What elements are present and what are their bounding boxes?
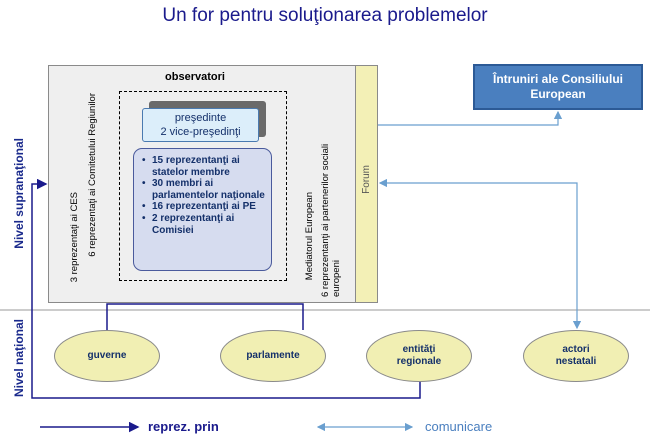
member-item: 16 reprezentanţi ai PE (142, 201, 269, 213)
level-national: Nivel naţional (12, 319, 26, 398)
member-item: 30 membri ai parlamentelor naţionale (142, 178, 269, 201)
member-item: 15 reprezentanţi ai statelor membre (142, 155, 269, 178)
actor-nestatali-label: actori nestatali (555, 344, 597, 367)
presidency-line-1: preşedinte (174, 112, 227, 124)
actor-entitati-regionale-label: entităţi regionale (396, 344, 442, 367)
core-dashed-box (119, 91, 287, 281)
representation-arrow (31, 178, 421, 399)
actor-entitati-regionale: entităţi regionale (366, 330, 472, 382)
communication-line-forum (378, 178, 582, 330)
forum-label: Forum (361, 165, 372, 194)
actor-nestatali: actori nestatali (523, 330, 629, 382)
member-item: 2 reprezentanţi ai Comisiei (142, 213, 269, 236)
legend-comunicare-label: comunicare (425, 419, 493, 434)
actor-parlamente: parlamente (220, 330, 326, 382)
observatori-label: observatori (165, 71, 225, 83)
intruniri-box: Întruniri ale Consiliului European (473, 64, 643, 110)
observer-committee-regions: 6 reprezentaţi ai Comitetului Regiunilor (87, 93, 98, 257)
legend-reprez-label: reprez. prin (148, 419, 219, 434)
presidency-box: preşedinte 2 vice-preşedinţi (142, 108, 259, 142)
observer-mediator: Mediatorul European (304, 192, 315, 281)
presidency-line-2: 2 vice-preşedinţi (160, 126, 241, 138)
observer-ces: 3 reprezentaţi ai CES (69, 192, 80, 283)
actor-guverne: guverne (54, 330, 160, 382)
observer-social-partners: 6 reprezentanţi ai partenerilor sociali … (320, 143, 342, 297)
forum-column (355, 65, 378, 303)
diagram-title: Un for pentru soluţionarea problemelor (162, 5, 488, 26)
members-box: 15 reprezentanţi ai statelor membre 30 m… (133, 148, 272, 271)
level-supranational: Nivel supranaţional (12, 138, 26, 249)
representation-path (106, 303, 304, 330)
